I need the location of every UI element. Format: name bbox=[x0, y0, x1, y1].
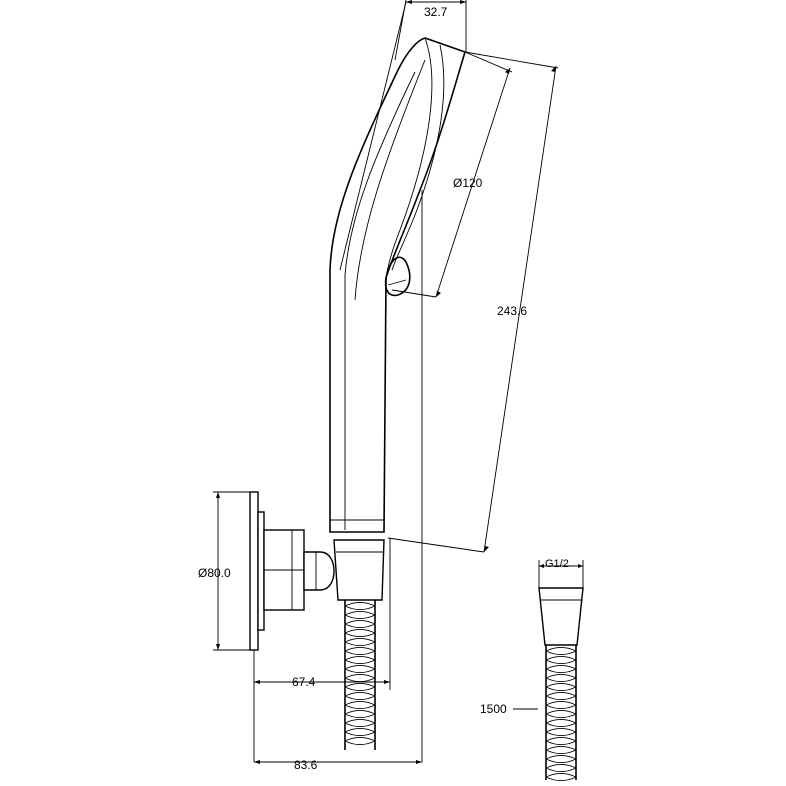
dim-handset-length: 243.6 bbox=[497, 304, 527, 318]
hose-coil bbox=[545, 655, 578, 665]
dim-head-diameter: Ø120 bbox=[453, 176, 483, 190]
hand-shower bbox=[329, 37, 466, 533]
hose-coil bbox=[545, 646, 578, 656]
hose-coil bbox=[344, 727, 377, 737]
hose-coil bbox=[545, 736, 578, 746]
hose-detail bbox=[538, 587, 584, 782]
hose-coil bbox=[344, 619, 377, 629]
hose-coil bbox=[344, 682, 377, 692]
hose-coil bbox=[344, 691, 377, 701]
hose-coil bbox=[545, 763, 578, 773]
dimension-arrows bbox=[216, 0, 583, 764]
dim-overall-depth: 83.6 bbox=[294, 758, 318, 772]
hose-coil bbox=[545, 754, 578, 764]
hose-coil bbox=[344, 664, 377, 674]
hose-coil bbox=[344, 655, 377, 665]
hose-coil bbox=[344, 628, 377, 638]
hose-coil bbox=[545, 700, 578, 710]
hose-coil bbox=[545, 691, 578, 701]
dim-connector-thread: G1/2 bbox=[545, 558, 569, 570]
hose-coil bbox=[344, 601, 377, 611]
dim-bracket-depth: 67.4 bbox=[292, 675, 316, 689]
hose-coil bbox=[545, 718, 578, 728]
hose-coil bbox=[545, 745, 578, 755]
hose-coil bbox=[344, 700, 377, 710]
hose-coil bbox=[344, 610, 377, 620]
hose-coil bbox=[545, 673, 578, 683]
wall-bracket bbox=[249, 491, 385, 651]
hose-coil bbox=[545, 727, 578, 737]
hose-coil bbox=[344, 709, 377, 719]
hose-coil bbox=[545, 772, 578, 782]
hose-coil bbox=[344, 637, 377, 647]
dimension-lines bbox=[213, 0, 584, 763]
dim-flange-diameter: Ø80.0 bbox=[198, 566, 231, 580]
hose-coil bbox=[344, 736, 377, 746]
hose-coil bbox=[344, 718, 377, 728]
hose-short-section bbox=[344, 600, 377, 750]
hose-coil bbox=[344, 646, 377, 656]
hose-coil bbox=[344, 673, 377, 683]
hose-coil bbox=[545, 682, 578, 692]
hose-coil bbox=[545, 709, 578, 719]
dim-head-width: 32.7 bbox=[424, 5, 448, 19]
hose-coil bbox=[545, 664, 578, 674]
dim-hose-length: 1500 bbox=[480, 702, 507, 716]
